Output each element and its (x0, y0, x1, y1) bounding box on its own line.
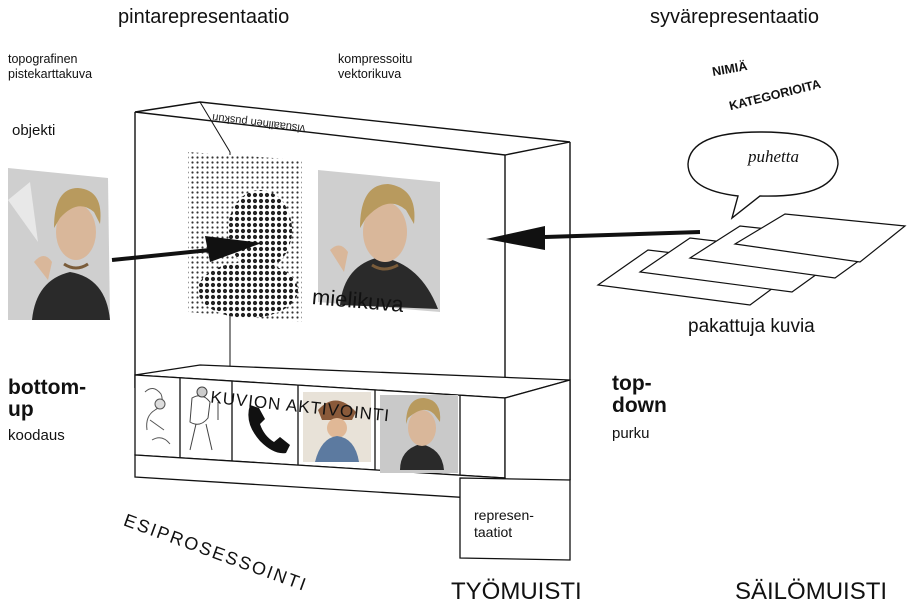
bottom-up-arrow (111, 236, 262, 262)
surface-representation-title: pintarepresentaatio (118, 6, 290, 28)
packed-images-stack (596, 213, 907, 306)
top-down-arrow (486, 226, 701, 250)
bottom-up-title-line2: up (8, 398, 34, 421)
thumbnail-sketch-1 (144, 388, 171, 445)
halftone-image (188, 152, 302, 322)
packed-images-label: pakattuja kuvia (688, 316, 815, 337)
top-down-title-line2: down (612, 394, 667, 417)
object-photo (8, 168, 110, 320)
compressed-label-line1: kompressoitu (338, 52, 413, 66)
topographic-label-line2: pistekarttakuva (8, 67, 93, 81)
thumbnail-photo (380, 395, 458, 473)
topographic-label-line1: topografinen (8, 52, 78, 66)
speech-label: puhetta (748, 147, 799, 166)
box-top-face (134, 101, 571, 156)
speech-bubble (687, 131, 839, 220)
bottom-up-sub: koodaus (8, 427, 65, 444)
deep-representation-title: syvärepresentaatio (650, 6, 819, 28)
long-term-memory-label: SÄILÖMUISTI (735, 578, 888, 605)
telephone-icon (248, 405, 290, 454)
compressed-label-line2: vektorikuva (338, 67, 402, 81)
working-memory-label: TYÖMUISTI (451, 578, 582, 605)
representations-label-line1: represen- (474, 507, 534, 523)
bottom-up-title-line1: bottom- (8, 376, 87, 399)
top-down-title-line1: top- (612, 372, 652, 395)
top-down-sub: purku (612, 425, 650, 442)
mental-image-photo (318, 170, 440, 312)
thumbnail-sketch-2 (189, 386, 219, 451)
thumbnail-sketch-3 (303, 392, 371, 462)
representations-label-line2: taatiot (474, 524, 513, 540)
object-label: objekti (12, 122, 56, 139)
